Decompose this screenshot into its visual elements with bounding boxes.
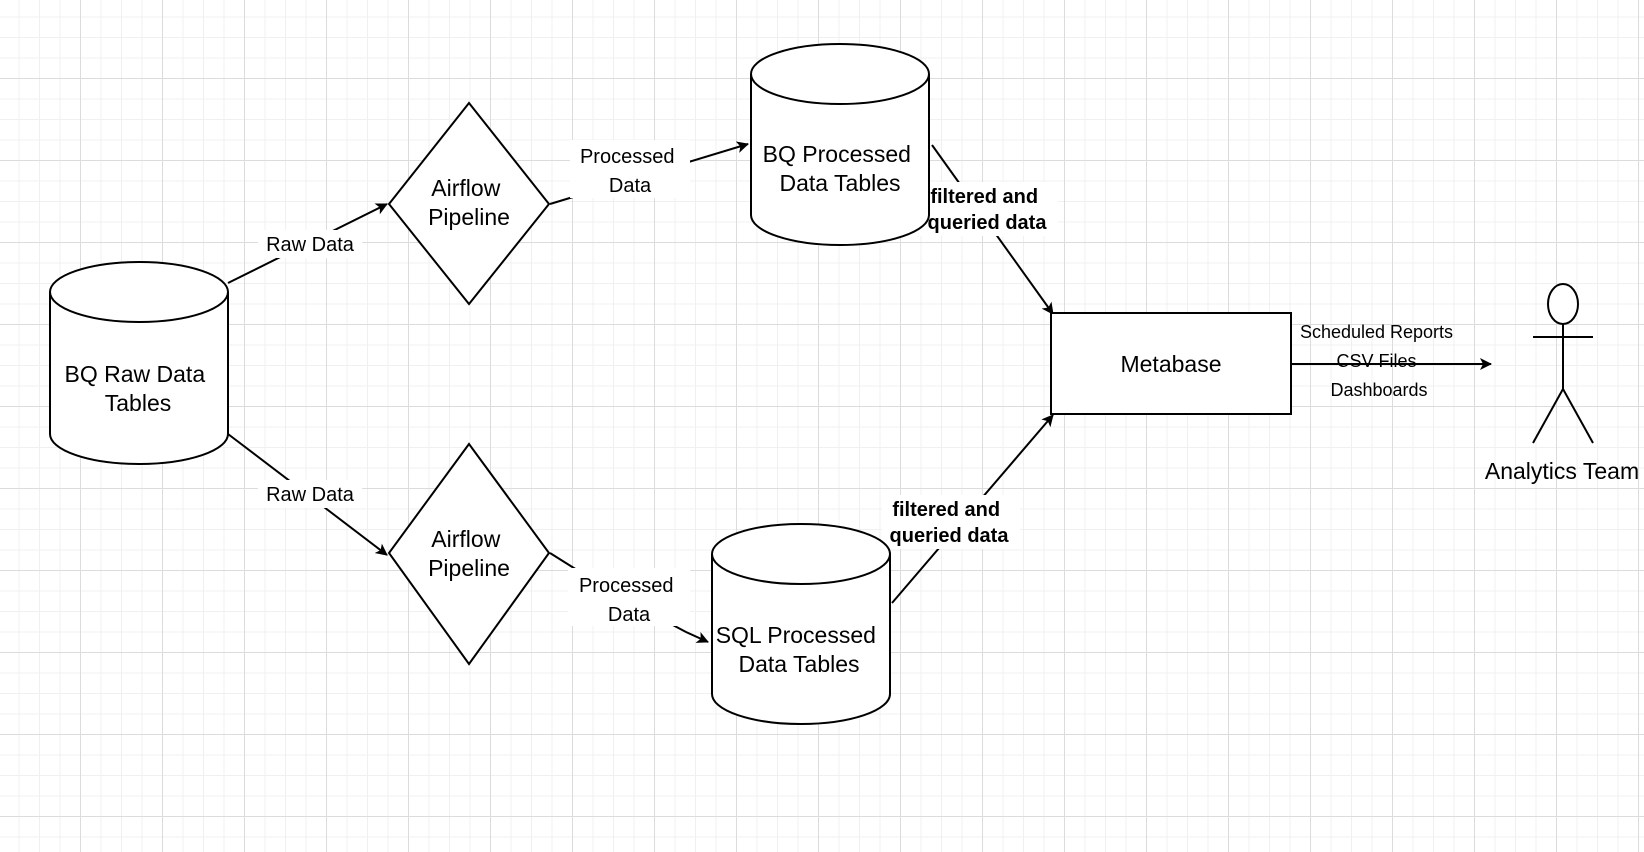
edge-filtered-data-top[interactable]: filtered and queried data [920,144,1058,315]
analytics-team-label: Analytics Team [1485,458,1639,484]
bq-processed-data-tables-cylinder[interactable]: BQ Processed Data Tables [750,43,930,246]
edge-label-filtered-data-top: filtered and queried data [928,186,1048,234]
edge-raw-data-top[interactable]: Raw Data [227,203,388,284]
edge-label-raw-data-bottom: Raw Data [266,484,355,506]
bq-raw-data-tables-label: BQ Raw Data Tables [65,361,212,416]
edge-label-filtered-data-bottom: filtered and queried data [890,499,1010,547]
edge-raw-data-bottom[interactable]: Raw Data [227,433,388,556]
edge-label-output: Scheduled Reports CSV Files Dashboards [1300,322,1458,400]
edge-label-raw-data-top: Raw Data [266,234,355,256]
metabase-box[interactable]: Metabase [1050,312,1292,415]
metabase-label: Metabase [1120,351,1221,377]
bq-processed-data-tables-label: BQ Processed Data Tables [763,141,918,196]
edge-output[interactable]: Scheduled Reports CSV Files Dashboards [1292,322,1492,400]
airflow-pipeline-bottom-label: Airflow Pipeline [428,526,510,581]
airflow-pipeline-top-label: Airflow Pipeline [428,175,510,230]
bq-raw-data-tables-cylinder[interactable]: BQ Raw Data Tables [49,261,229,465]
edge-processed-data-top[interactable]: Processed Data [549,140,749,205]
sql-processed-data-tables-label: SQL Processed Data Tables [716,622,883,677]
edge-label-processed-data-top: Processed Data [580,146,680,197]
edge-filtered-data-bottom[interactable]: filtered and queried data [882,414,1054,604]
edge-label-processed-data-bottom: Processed Data [579,575,679,626]
sql-processed-data-tables-cylinder[interactable]: SQL Processed Data Tables [711,523,891,725]
actor-head [1547,283,1579,325]
analytics-team-actor[interactable]: Analytics Team [1485,283,1639,484]
airflow-pipeline-bottom-diamond[interactable]: Airflow Pipeline [387,442,551,666]
airflow-pipeline-top-diamond[interactable]: Airflow Pipeline [387,101,551,306]
edge-processed-data-bottom[interactable]: Processed Data [549,552,709,643]
